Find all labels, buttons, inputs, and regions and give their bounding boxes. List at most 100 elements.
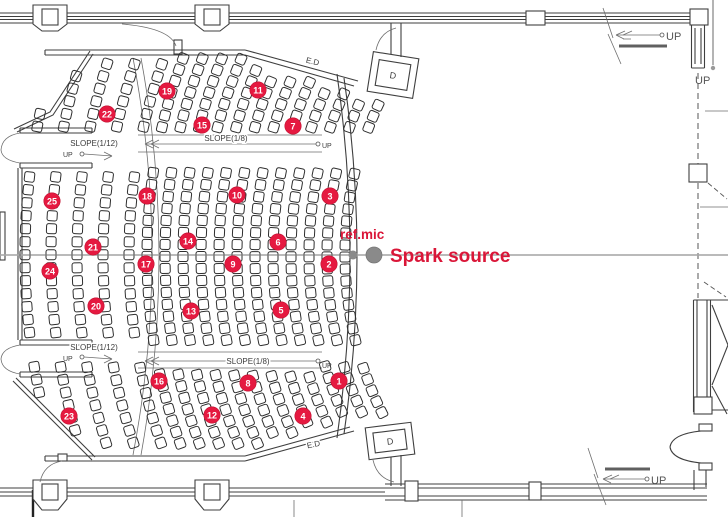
bottom-wall-joint — [404, 480, 419, 502]
seat — [272, 392, 286, 406]
seat — [344, 310, 357, 323]
seat — [285, 426, 299, 439]
seat — [256, 167, 269, 180]
seat — [346, 322, 359, 335]
seat — [250, 274, 262, 287]
slope112-bottom-label: SLOPE(1/12) — [70, 343, 118, 352]
seat — [304, 275, 316, 287]
up-far-right: UP — [695, 75, 710, 87]
receiver-marker-16: 16 — [150, 372, 168, 390]
seat — [231, 239, 243, 251]
seat — [198, 190, 211, 203]
seat — [219, 403, 232, 416]
seat — [159, 391, 172, 404]
seat — [267, 121, 280, 134]
top-pillar-mid — [194, 4, 230, 32]
seat — [147, 166, 160, 179]
seat — [143, 399, 156, 412]
seat — [216, 190, 229, 203]
seat — [365, 384, 379, 398]
seat — [294, 98, 307, 111]
seat — [217, 310, 229, 323]
slope18-top-label: SLOPE(1/8) — [204, 134, 247, 143]
seat — [338, 361, 351, 374]
seat — [249, 227, 262, 239]
exit-door-bottom-label: E.D — [306, 439, 321, 451]
receiver-marker-20: 20 — [87, 297, 105, 315]
receiver-marker-number: 17 — [141, 259, 151, 269]
seat — [179, 202, 191, 215]
seat — [348, 167, 361, 180]
seat — [322, 215, 335, 227]
seat — [221, 86, 235, 100]
seat — [225, 75, 239, 88]
seat — [155, 121, 169, 134]
seat — [339, 263, 351, 275]
seat — [124, 210, 136, 222]
seat — [161, 97, 175, 111]
receiver-marker-number: 10 — [232, 190, 242, 200]
seat — [159, 226, 172, 239]
seat — [124, 70, 137, 83]
seat — [319, 360, 332, 373]
seat — [342, 299, 355, 311]
seat — [184, 86, 197, 99]
seat — [335, 405, 349, 418]
seat — [185, 414, 198, 428]
seat — [202, 86, 216, 99]
receiver-marker-2: 2 — [320, 255, 338, 273]
seat — [234, 392, 248, 405]
seat — [144, 310, 157, 323]
seat — [45, 236, 57, 248]
seat — [166, 414, 179, 427]
seat — [74, 184, 87, 196]
seat — [155, 58, 169, 71]
seat — [269, 203, 282, 215]
up-stair-top-right: UP — [666, 31, 681, 43]
seat — [281, 415, 294, 428]
seat — [267, 263, 279, 275]
seat — [143, 298, 155, 311]
seat — [73, 197, 85, 209]
receiver-marker-19: 19 — [158, 82, 176, 100]
seat — [45, 223, 58, 235]
seat — [116, 399, 129, 412]
seat — [181, 178, 194, 191]
top-wall-joint — [525, 10, 546, 26]
seat — [173, 437, 187, 450]
seat — [57, 120, 70, 133]
seat — [19, 223, 32, 235]
seat — [264, 75, 277, 89]
receiver-markers: 1234567891011121314151617181920212223242… — [41, 81, 348, 425]
receiver-marker-9: 9 — [224, 255, 242, 273]
receiver-marker-12: 12 — [203, 406, 221, 424]
up-stair-bottom-right: UP — [651, 475, 666, 487]
seat — [113, 386, 126, 399]
seat — [266, 426, 279, 439]
seat — [102, 326, 114, 339]
seat — [209, 369, 222, 382]
seat — [71, 223, 84, 235]
exit-door-top-label: E.D — [305, 56, 320, 68]
seat — [196, 274, 208, 287]
seat — [371, 98, 385, 112]
lower-cross-aisle — [138, 351, 322, 369]
seat — [285, 227, 298, 239]
receiver-marker-number: 24 — [45, 266, 55, 276]
seat — [134, 361, 147, 374]
seat — [250, 214, 263, 227]
seat — [249, 64, 263, 77]
seat — [362, 121, 376, 134]
seat — [236, 322, 249, 335]
seat — [251, 202, 264, 215]
seat — [214, 109, 228, 122]
seat — [249, 263, 261, 275]
seat — [177, 109, 190, 122]
ref-mic-dot — [348, 250, 358, 260]
seat — [293, 334, 307, 347]
seat — [213, 239, 225, 251]
seat — [288, 381, 301, 395]
seat — [252, 190, 265, 203]
receiver-marker-15: 15 — [193, 116, 211, 134]
right-staircase — [692, 299, 728, 415]
